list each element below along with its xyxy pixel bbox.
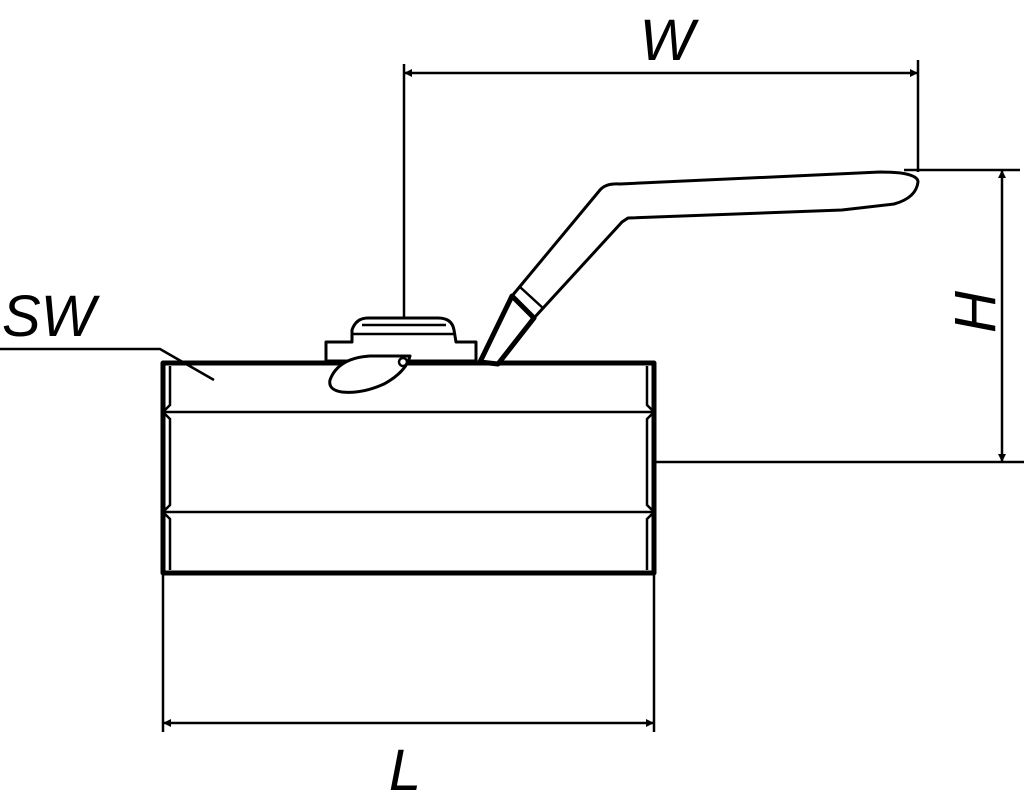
- valve-body: [160, 360, 657, 576]
- height-label: H: [943, 291, 1008, 333]
- length-label: L: [389, 738, 421, 803]
- spanner-width-label: SW: [2, 284, 101, 349]
- stem-nut: [324, 316, 478, 363]
- handle-lever: [477, 170, 920, 367]
- width-label: W: [640, 8, 700, 73]
- dimension-lines: [0, 60, 1024, 732]
- lever-stop: [328, 354, 412, 394]
